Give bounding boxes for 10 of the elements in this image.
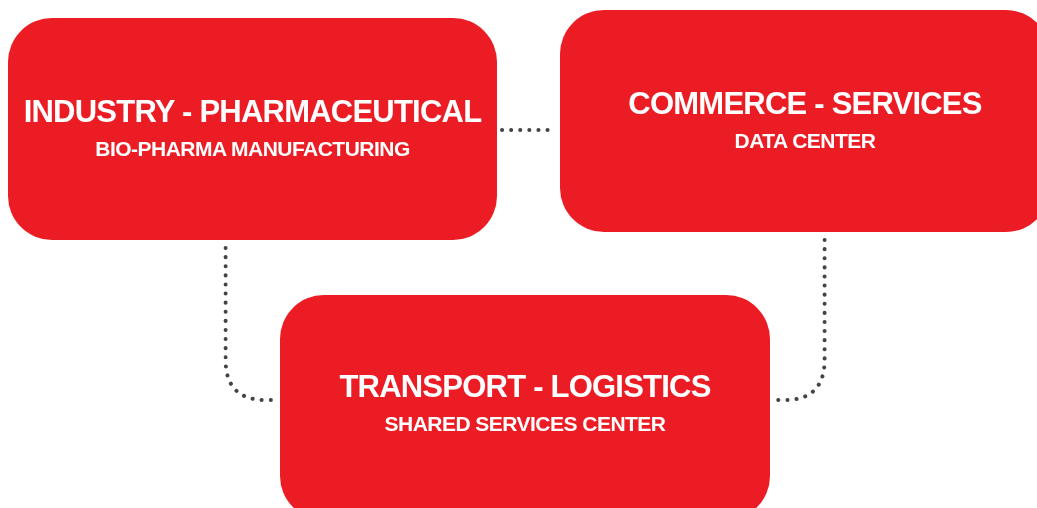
category-subtitle: DATA CENTER (734, 128, 876, 154)
category-box (8, 18, 497, 240)
category-title: TRANSPORT - LOGISTICS (339, 367, 711, 406)
category-box (280, 295, 770, 508)
category-title: INDUSTRY - PHARMACEUTICAL (23, 93, 482, 131)
category-subtitle: SHARED SERVICES CENTER (384, 410, 666, 437)
category-subtitle: BIO-PHARMA MANUFACTURING (95, 136, 410, 162)
dotted-connector (773, 238, 827, 402)
category-box (560, 10, 1037, 232)
category-title: COMMERCE - SERVICES (628, 85, 982, 123)
